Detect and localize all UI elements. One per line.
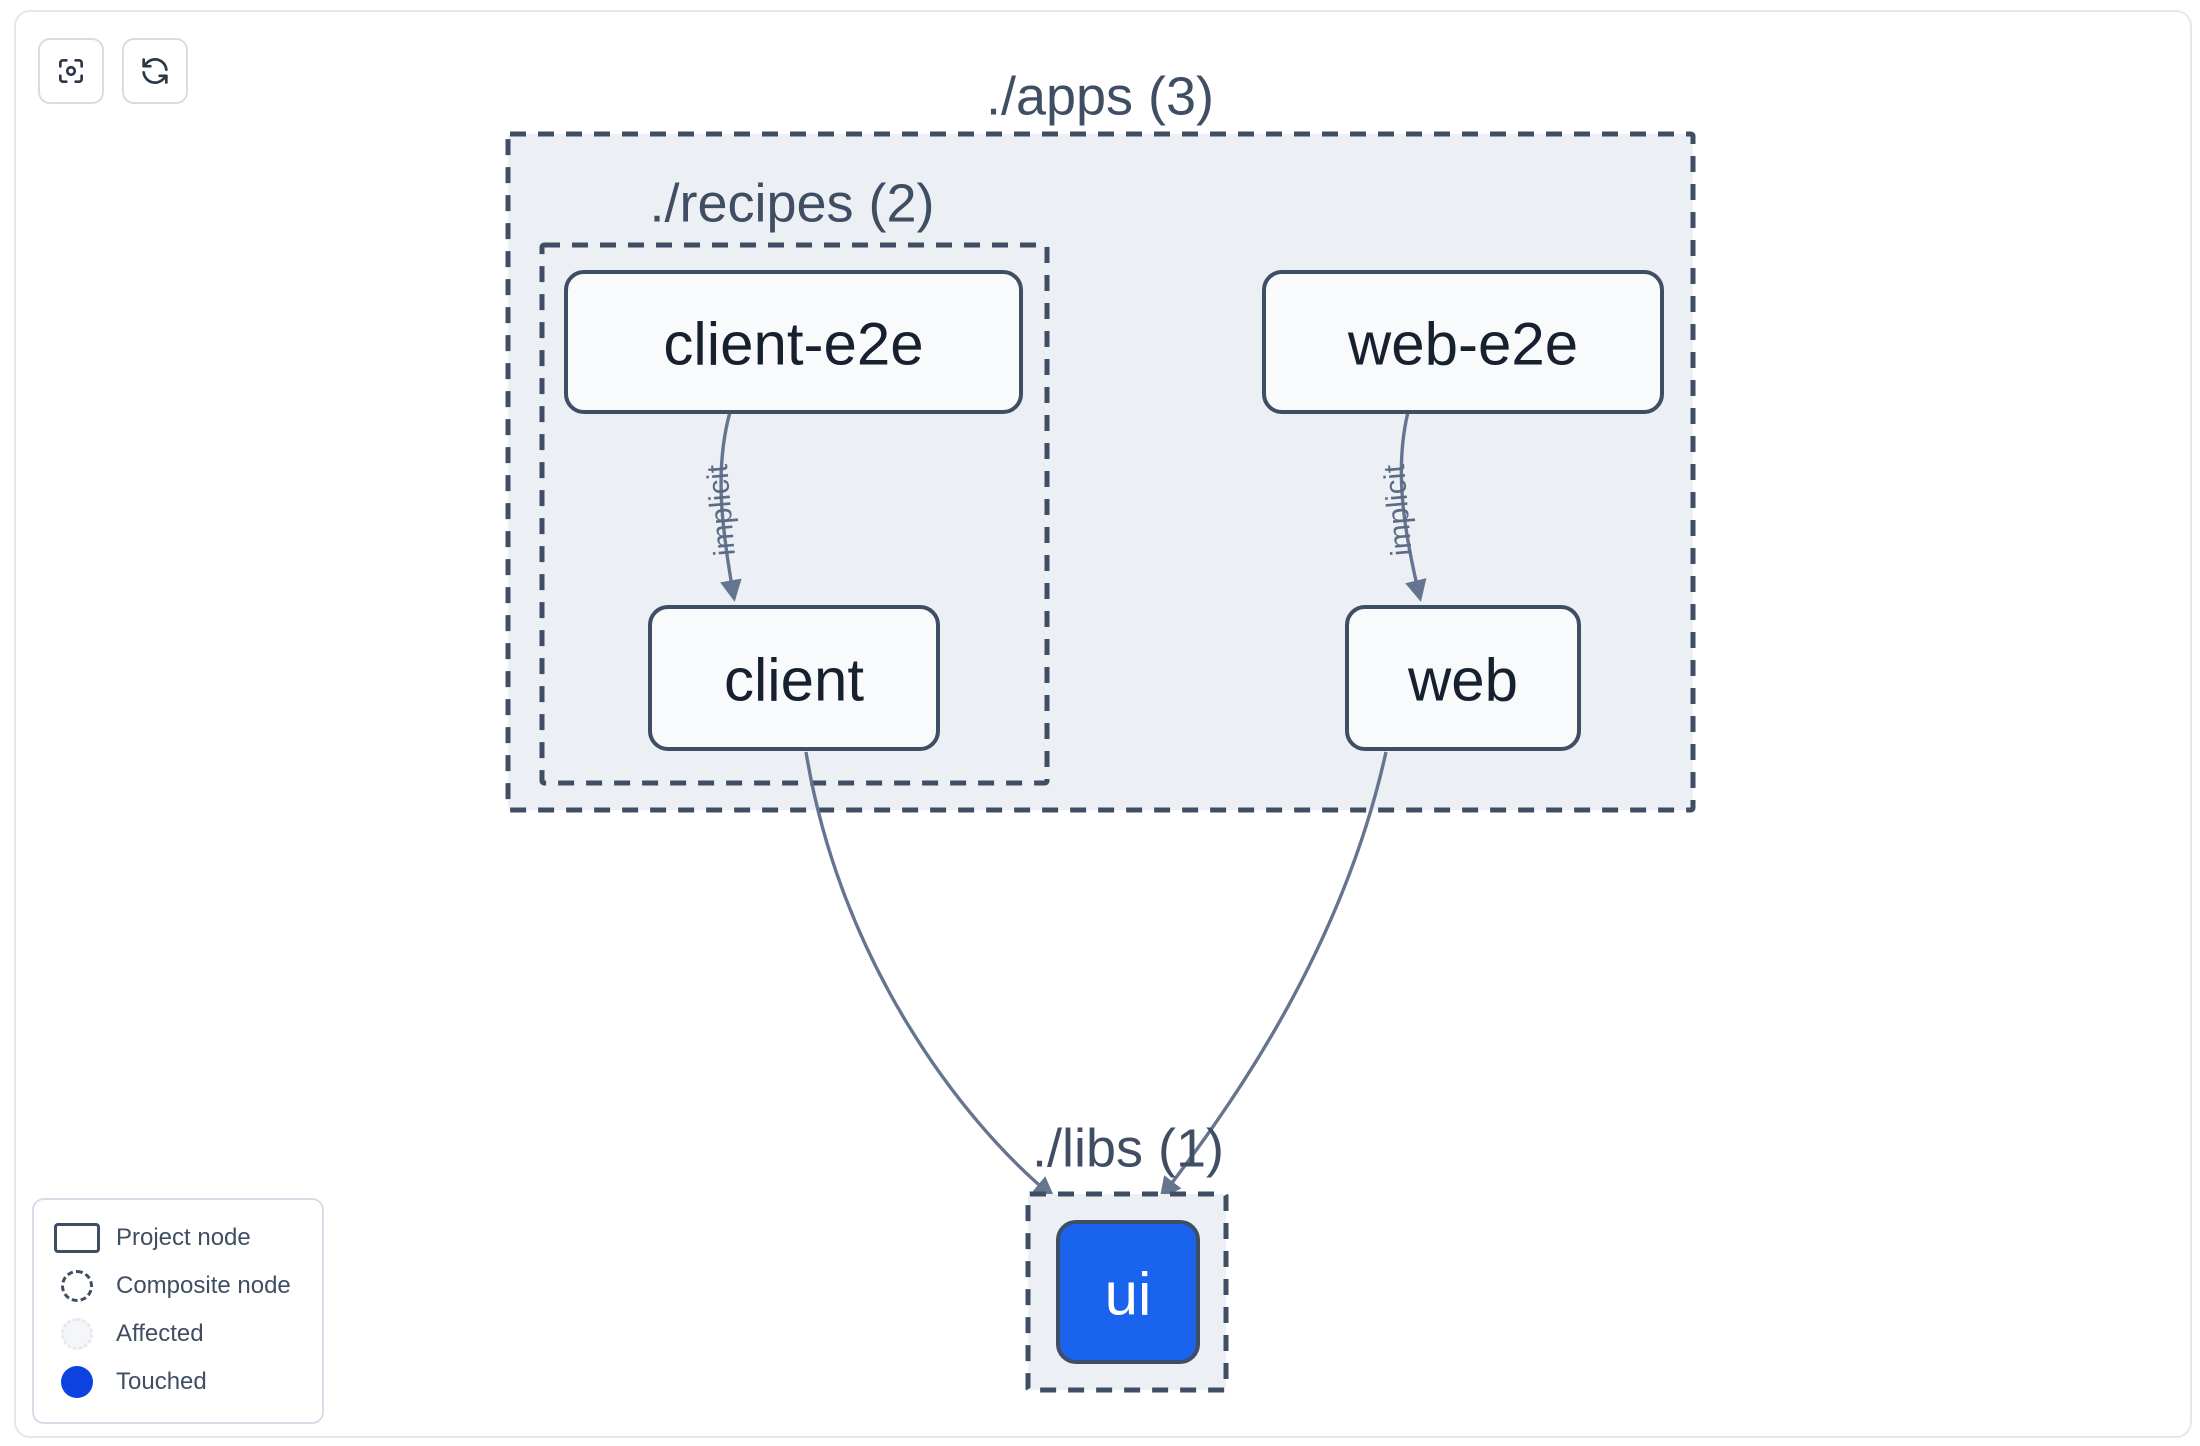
group-apps-label: ./apps (3) bbox=[986, 66, 1214, 126]
node-web[interactable]: web bbox=[1345, 605, 1581, 751]
node-client-e2e-rect[interactable] bbox=[564, 270, 1023, 414]
graph-edges bbox=[719, 411, 1427, 1200]
node-client-label: client bbox=[724, 647, 864, 714]
focus-target-icon bbox=[55, 55, 87, 87]
graph-edge-labels: implicit implicit bbox=[701, 462, 1419, 557]
node-web-rect[interactable] bbox=[1345, 605, 1581, 751]
legend-label-project-node: Project node bbox=[116, 1224, 251, 1251]
touched-swatch bbox=[52, 1365, 102, 1399]
focus-graph-button[interactable] bbox=[38, 38, 104, 104]
legend-label-affected: Affected bbox=[116, 1320, 204, 1347]
legend-item-composite-node: Composite node bbox=[52, 1262, 304, 1310]
group-recipes-label: ./recipes (2) bbox=[649, 173, 934, 233]
node-client-e2e[interactable]: client-e2e bbox=[564, 270, 1023, 414]
edge-label-client-e2e-implicit: implicit bbox=[701, 462, 742, 557]
graph-legend: Project node Composite node Affected Tou… bbox=[32, 1198, 324, 1424]
legend-label-touched: Touched bbox=[116, 1368, 207, 1395]
edge-client-e2e-to-client[interactable] bbox=[719, 411, 742, 602]
node-ui-rect[interactable] bbox=[1056, 1220, 1200, 1364]
affected-swatch bbox=[52, 1317, 102, 1351]
refresh-graph-button[interactable] bbox=[122, 38, 188, 104]
group-libs-label: ./libs (1) bbox=[1032, 1118, 1224, 1178]
node-client[interactable]: client bbox=[648, 605, 940, 751]
node-client-rect[interactable] bbox=[648, 605, 940, 751]
node-web-e2e-label: web-e2e bbox=[1347, 311, 1578, 378]
refresh-icon bbox=[139, 55, 171, 87]
node-web-e2e[interactable]: web-e2e bbox=[1262, 270, 1664, 414]
graph-toolbar bbox=[38, 38, 188, 104]
project-node-swatch bbox=[52, 1221, 102, 1255]
node-ui-label: ui bbox=[1105, 1261, 1152, 1328]
edge-web-to-ui[interactable] bbox=[1159, 751, 1388, 1200]
legend-item-affected: Affected bbox=[52, 1310, 304, 1358]
legend-label-composite-node: Composite node bbox=[116, 1272, 291, 1299]
edge-web-e2e-to-web[interactable] bbox=[1399, 411, 1427, 602]
edge-label-web-e2e-implicit: implicit bbox=[1378, 462, 1419, 557]
edge-client-to-ui[interactable] bbox=[804, 751, 1056, 1199]
node-web-label: web bbox=[1407, 647, 1518, 714]
legend-item-project-node: Project node bbox=[52, 1214, 304, 1262]
node-ui[interactable]: ui bbox=[1056, 1220, 1200, 1364]
composite-node-swatch bbox=[52, 1269, 102, 1303]
node-web-e2e-rect[interactable] bbox=[1262, 270, 1664, 414]
legend-item-touched: Touched bbox=[52, 1358, 304, 1406]
node-client-e2e-label: client-e2e bbox=[663, 311, 923, 378]
